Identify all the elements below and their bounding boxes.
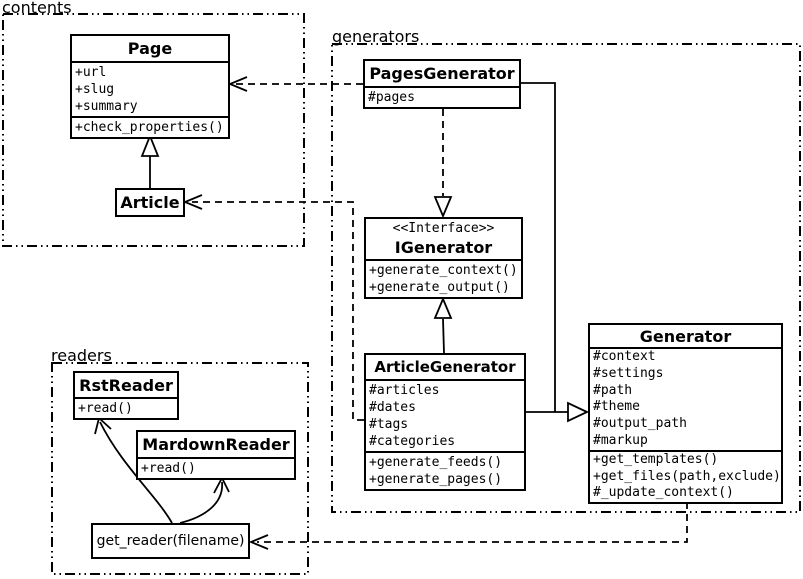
- edge-generator-uses-getreader: [257, 502, 688, 543]
- attribute: #path: [593, 382, 633, 398]
- attributes-section: +url +slug +summary: [72, 61, 228, 116]
- class-title: IGenerator: [394, 237, 493, 257]
- class-header: <<Interface>> IGenerator: [366, 219, 521, 259]
- class-title: Page: [127, 39, 173, 58]
- class-title: ArticleGenerator: [374, 358, 516, 376]
- class-box-mardownreader: MardownReader +read(): [136, 430, 296, 480]
- class-title: MardownReader: [142, 435, 290, 454]
- attribute: #articles: [369, 383, 440, 398]
- attribute: #categories: [369, 434, 456, 449]
- package-border-generators: [331, 43, 801, 513]
- class-box-igenerator: <<Interface>> IGenerator +generate_conte…: [364, 217, 523, 299]
- open-arrowhead-article: [182, 194, 203, 210]
- attribute: #dates: [369, 400, 416, 415]
- package-border-readers: [51, 362, 309, 575]
- method: +get_files(path,exclude): [593, 468, 781, 484]
- attribute: #pages: [368, 90, 415, 105]
- inheritance-arrowhead-page: [140, 133, 160, 157]
- attribute: +url: [75, 65, 107, 80]
- stereotype-label: <<Interface>>: [392, 221, 495, 236]
- class-title: Generator: [639, 326, 732, 346]
- method: +read(): [141, 461, 196, 476]
- open-arrowhead-getreader: [248, 534, 269, 550]
- methods-section: +generate_feeds() +generate_pages(): [366, 451, 524, 489]
- methods-section: +get_templates() +get_files(path,exclude…: [590, 449, 781, 502]
- edge-articlegenerator-implements-igenerator: [442, 318, 445, 354]
- methods-section: +read(): [75, 397, 177, 418]
- attribute: #settings: [593, 365, 664, 381]
- open-arrowhead-page: [227, 76, 248, 92]
- package-label-generators: generators: [332, 27, 420, 46]
- method: +generate_context(): [369, 263, 518, 278]
- class-box-page: Page +url +slug +summary +check_properti…: [70, 34, 230, 139]
- class-title: RstReader: [79, 375, 173, 395]
- edge-generators-extend-generator: [521, 82, 568, 413]
- class-title: Article: [120, 193, 180, 212]
- package-label-readers: readers: [51, 346, 112, 365]
- attributes-section: #articles #dates #tags #categories: [366, 379, 524, 451]
- inheritance-arrowhead-generator: [567, 401, 590, 423]
- class-box-articlegenerator: ArticleGenerator #articles #dates #tags …: [364, 353, 526, 491]
- function-box-get-reader: get_reader(filename): [91, 523, 250, 559]
- edge-getreader-to-mardownreader: [179, 481, 223, 524]
- attribute: #theme: [593, 399, 640, 415]
- attribute: #output_path: [593, 416, 687, 432]
- package-label-contents: contents: [2, 0, 72, 17]
- package-border-contents: [2, 13, 305, 247]
- method: +check_properties(): [75, 120, 224, 135]
- realization-arrowhead-igenerator-bottom: [433, 296, 453, 319]
- methods-section: +check_properties(): [72, 116, 228, 137]
- method: +generate_output(): [369, 280, 510, 295]
- attribute: +slug: [75, 82, 115, 97]
- method: +generate_feeds(): [369, 455, 503, 470]
- method: +read(): [78, 401, 133, 416]
- class-box-generator: Generator #context #settings #path #them…: [588, 323, 783, 505]
- attribute: #markup: [593, 432, 648, 448]
- method: #_update_context(): [593, 485, 734, 501]
- method: +generate_pages(): [369, 472, 503, 487]
- method: +get_templates(): [593, 451, 719, 467]
- attribute: #tags: [369, 417, 409, 432]
- edge-articlegenerator-uses-article: [192, 201, 364, 421]
- class-box-article: Article: [115, 188, 185, 217]
- class-box-rstreader: RstReader +read(): [73, 371, 179, 420]
- class-box-pagesgenerator: PagesGenerator #pages: [363, 59, 521, 109]
- attributes-section: #context #settings #path #theme #output_…: [590, 347, 781, 450]
- methods-section: +generate_context() +generate_output(): [366, 259, 521, 297]
- attribute: +summary: [75, 99, 138, 114]
- class-title: PagesGenerator: [369, 64, 515, 83]
- attributes-section: #pages: [365, 86, 519, 107]
- attribute: #context: [593, 349, 656, 364]
- methods-section: +read(): [138, 457, 294, 478]
- realization-arrowhead-igenerator-top: [433, 196, 453, 219]
